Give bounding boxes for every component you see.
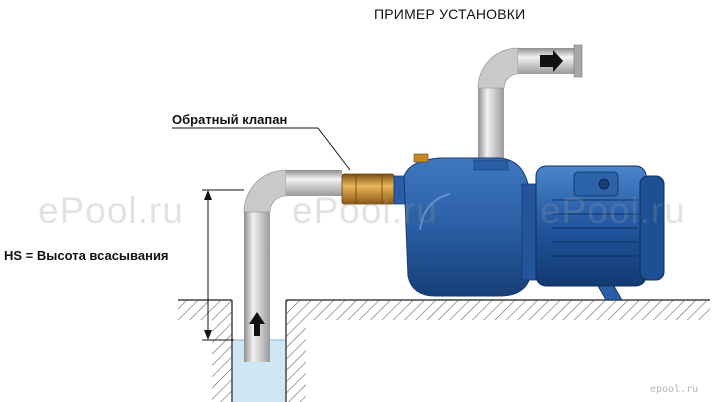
suction-pipe	[243, 169, 342, 362]
diagram-title: ПРИМЕР УСТАНОВКИ	[374, 6, 526, 22]
discharge-pipe	[477, 44, 583, 168]
terminal-box	[573, 171, 619, 197]
discharge-arrow-icon	[540, 50, 563, 72]
motor	[535, 165, 665, 301]
suction-height-label: HS = Высота всасывания	[4, 248, 169, 263]
ground	[178, 299, 710, 320]
watermark-left: ePool.ru	[38, 190, 184, 231]
flow-arrow-icon	[249, 312, 265, 336]
check-valve	[172, 127, 395, 205]
watermark-right: ePool.ru	[540, 190, 686, 231]
suction-height-dimension	[202, 189, 244, 341]
watermark-center: ePool.ru	[292, 190, 438, 231]
pump	[393, 153, 537, 297]
check-valve-label: Обратный клапан	[172, 112, 288, 127]
valve-leader-line	[317, 127, 351, 171]
corner-watermark: epool.ru	[650, 384, 699, 395]
